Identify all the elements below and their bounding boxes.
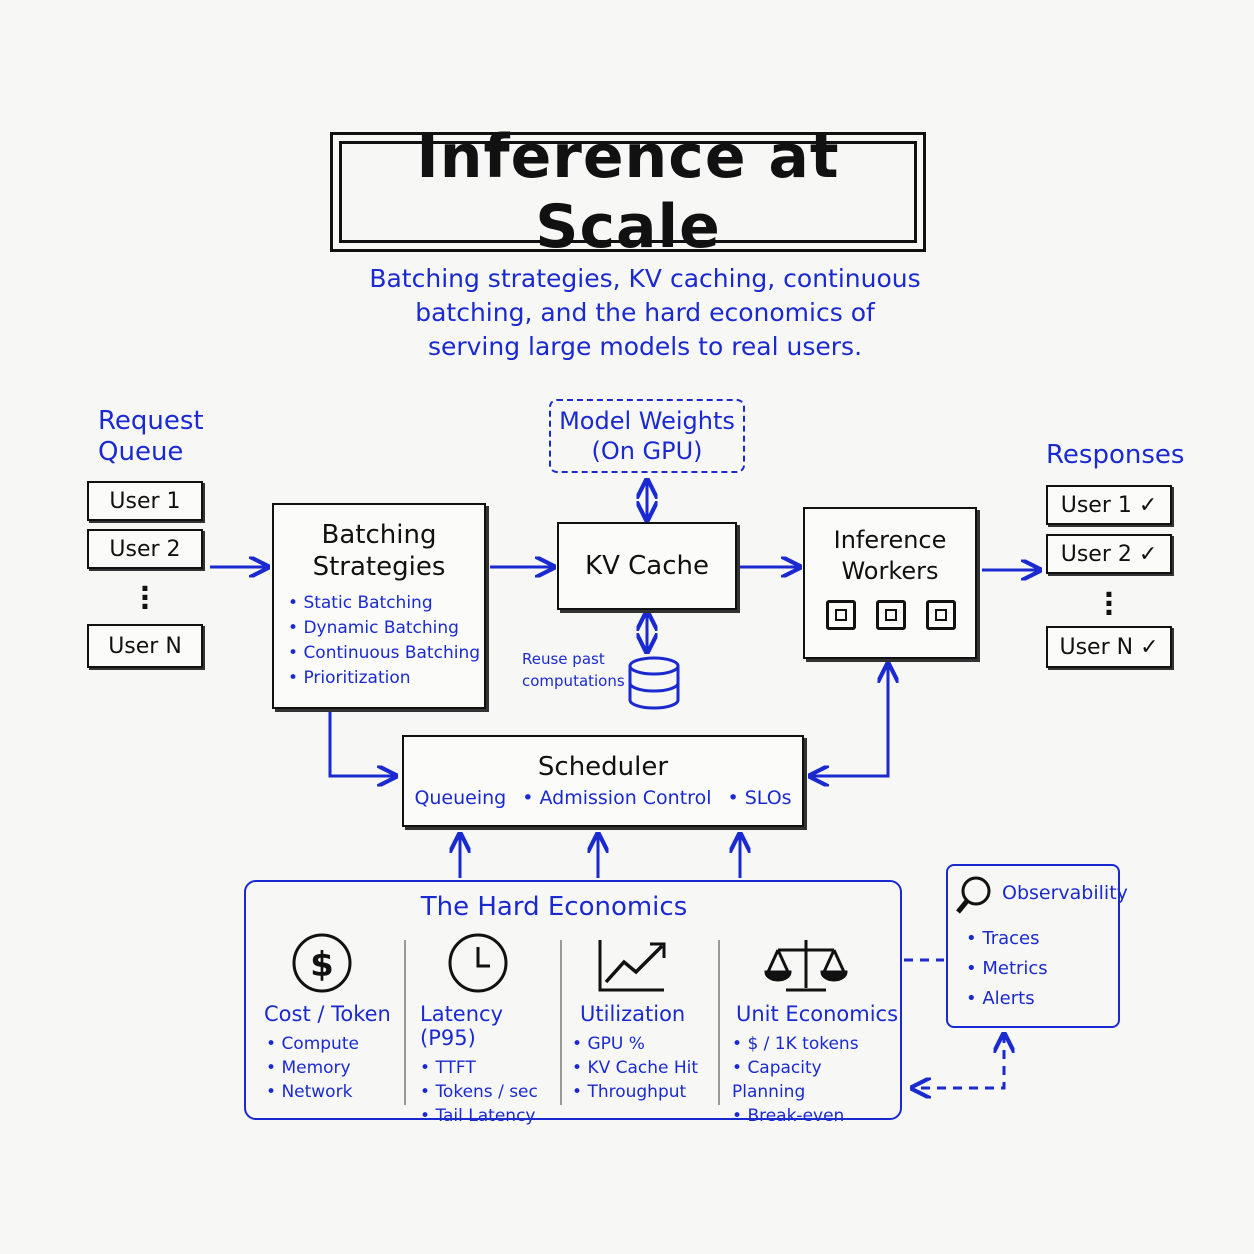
list-item: Prioritization (288, 666, 484, 691)
column-list: Compute Memory Network (266, 1032, 404, 1104)
scheduler-item: Queueing (414, 787, 507, 809)
queue-user-n: User N (87, 624, 203, 668)
label-line: (On GPU) (591, 437, 703, 465)
column-divider (560, 940, 562, 1105)
column-divider (404, 940, 406, 1105)
hard-economics-box (244, 880, 902, 1120)
column-divider (718, 940, 720, 1105)
gpu-chip-icon (876, 600, 906, 630)
list-item: TTFT (420, 1056, 560, 1080)
title-line: Strategies (312, 552, 446, 582)
inference-workers-box: Inference Workers (803, 507, 977, 659)
batching-list: Static Batching Dynamic Batching Continu… (288, 591, 484, 691)
clock-icon (448, 933, 508, 993)
subtitle-line: serving large models to real users. (427, 332, 863, 361)
list-item: Alerts (966, 984, 1048, 1014)
observability-list: Traces Metrics Alerts (966, 924, 1048, 1014)
scheduler-title: Scheduler (537, 752, 669, 782)
list-item: Tail Latency (420, 1104, 560, 1128)
label-line: Model Weights (559, 407, 735, 435)
diagram-title: Inference at Scale (416, 122, 840, 262)
economics-title: The Hard Economics (420, 892, 688, 922)
response-user-2: User 2 ✓ (1046, 534, 1172, 574)
title-frame: Inference at Scale (330, 122, 926, 262)
batching-title: Batching Strategies (274, 519, 484, 583)
list-item: Capacity Planning (732, 1056, 900, 1104)
list-item: Throughput (572, 1080, 718, 1104)
scheduler-box: Scheduler Queueing • Admission Control •… (402, 735, 804, 827)
list-item: KV Cache Hit (572, 1056, 718, 1080)
label-line: Request (98, 406, 204, 436)
note-line: computations (522, 672, 625, 690)
column-title: Unit Economics (736, 1002, 899, 1026)
magnifier-icon (956, 876, 991, 914)
gpu-chip-icon (926, 600, 956, 630)
subtitle-line: Batching strategies, KV caching, continu… (369, 264, 921, 293)
kv-cache-box: KV Cache (557, 522, 737, 610)
workers-title: Inference Workers (805, 525, 975, 587)
column-title: Utilization (580, 1002, 686, 1026)
list-item: Break-even (732, 1104, 900, 1128)
column-list: GPU % KV Cache Hit Throughput (572, 1032, 718, 1104)
dollar-icon: $ (292, 933, 352, 993)
request-queue-label: Request Queue (98, 406, 218, 468)
batching-strategies-box: Batching Strategies Static Batching Dyna… (272, 503, 486, 709)
scales-icon (764, 940, 848, 992)
column-title: Latency (P95) (420, 1002, 504, 1050)
dashed-arrow-obs-econ (912, 1034, 1004, 1088)
trend-chart-icon (598, 940, 666, 992)
ellipsis-icon: ··· (139, 571, 151, 623)
econ-column-cost: Cost / Token Compute Memory Network (264, 1002, 404, 1104)
list-item: Dynamic Batching (288, 616, 484, 641)
label-line: Queue (98, 437, 184, 467)
list-item: Network (266, 1080, 404, 1104)
kv-cache-title: KV Cache (585, 551, 709, 581)
list-item: Traces (966, 924, 1048, 954)
scheduler-items: Queueing • Admission Control • SLOs (404, 787, 802, 809)
list-item: Tokens / sec (420, 1080, 560, 1104)
list-item: Metrics (966, 954, 1047, 984)
scheduler-item: • SLOs (727, 787, 792, 809)
econ-column-latency: Latency (P95) TTFT Tokens / sec Tail Lat… (420, 1002, 560, 1128)
list-item: GPU % (572, 1032, 718, 1056)
arrow-scheduler-workers (810, 664, 888, 776)
list-item: Memory (266, 1056, 404, 1080)
econ-column-unit-economics: Unit Economics $ / 1K tokens Capacity Pl… (732, 1002, 900, 1128)
column-title: Cost / Token (264, 1002, 391, 1026)
column-list: $ / 1K tokens Capacity Planning Break-ev… (732, 1032, 900, 1128)
note-line: Reuse past (522, 650, 605, 668)
response-user-n: User N ✓ (1046, 626, 1172, 668)
title-line: Inference (833, 526, 947, 554)
queue-user-2: User 2 (87, 529, 203, 569)
ellipsis-icon: ··· (1103, 577, 1115, 629)
list-item: Continuous Batching (288, 641, 484, 666)
econ-column-utilization: Utilization GPU % KV Cache Hit Throughpu… (572, 1002, 718, 1104)
svg-text:$: $ (310, 945, 334, 985)
model-weights-box: Model Weights (On GPU) (549, 399, 745, 473)
subtitle: Batching strategies, KV caching, continu… (340, 262, 950, 364)
gpu-chip-icon (826, 600, 856, 630)
kv-cache-note: Reuse past computations (522, 648, 626, 692)
list-item: $ / 1K tokens (732, 1032, 900, 1056)
list-item: Compute (266, 1032, 404, 1056)
title-line: Workers (841, 557, 939, 585)
subtitle-line: batching, and the hard economics of (415, 298, 875, 327)
scheduler-item: • Admission Control (522, 787, 712, 809)
observability-box: Observability Traces Metrics Alerts (946, 864, 1128, 1028)
queue-user-1: User 1 (87, 481, 203, 521)
arrow-batching-to-scheduler (328, 712, 396, 776)
observability-title: Observability (1002, 882, 1128, 904)
response-user-1: User 1 ✓ (1046, 485, 1172, 525)
title-line: Batching (321, 520, 437, 550)
list-item: Static Batching (288, 591, 484, 616)
database-icon (628, 656, 680, 710)
column-list: TTFT Tokens / sec Tail Latency (420, 1056, 560, 1128)
responses-label: Responses (1046, 440, 1185, 470)
